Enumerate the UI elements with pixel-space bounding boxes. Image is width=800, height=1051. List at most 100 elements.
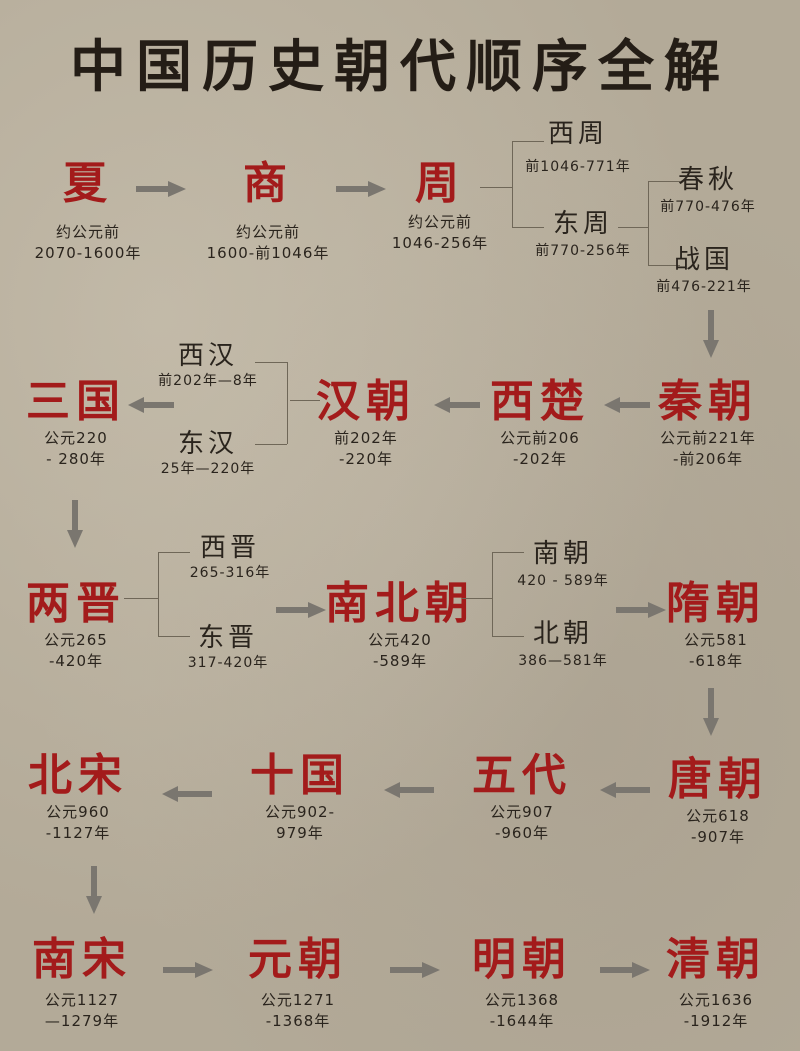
- connector-line: [255, 444, 287, 445]
- sub-dynasty-western-han: 西汉 前202年—8年: [158, 340, 258, 390]
- connector-line: [480, 187, 512, 188]
- sub-name: 春秋: [677, 165, 738, 195]
- dynasty-date: -1368年: [265, 1012, 331, 1030]
- dynasty-name: 商: [242, 158, 293, 209]
- dynasty-name: 北宋: [28, 750, 128, 801]
- connector-line: [158, 552, 159, 636]
- dynasty-date: -589年: [372, 652, 428, 670]
- dynasty-qing: 清朝 公元1636 -1912年: [666, 934, 766, 1032]
- sub-name: 南朝: [532, 539, 593, 569]
- dynasty-date: 公元1368: [484, 991, 560, 1009]
- sub-dynasty-western-zhou: 西周 前1046-771年: [525, 118, 630, 176]
- dynasty-ming: 明朝 公元1368 -1644年: [472, 934, 572, 1032]
- arrow-down-icon: [67, 500, 83, 548]
- sub-date: 前1046-771年: [525, 159, 631, 175]
- arrow-left-icon: [434, 397, 480, 413]
- connector-line: [618, 227, 648, 228]
- dynasty-name: 明朝: [472, 934, 572, 985]
- dynasty-date: 979年: [276, 824, 324, 842]
- arrow-down-icon: [703, 688, 719, 736]
- dynasty-date: -420年: [48, 652, 104, 670]
- dynasty-name: 两晋: [26, 578, 126, 629]
- dynasty-qin: 秦朝 公元前221年 -前206年: [658, 376, 758, 470]
- sub-dynasty-eastern-jin: 东晋 317-420年: [188, 622, 269, 672]
- dynasty-date: 约公元前: [55, 223, 121, 241]
- page-title: 中国历史朝代顺序全解: [70, 34, 730, 100]
- dynasty-xia: 夏 约公元前 2070-1600年: [35, 158, 142, 264]
- sub-name: 西晋: [199, 533, 260, 563]
- sub-date: 420 - 589年: [517, 573, 609, 589]
- arrow-right-icon: [163, 962, 213, 978]
- dynasty-han: 汉朝 前202年 -220年: [316, 376, 416, 470]
- dynasty-shiguo: 十国 公元902- 979年: [250, 750, 350, 844]
- dynasty-date: 公元1127: [44, 991, 120, 1009]
- sub-dynasty-eastern-han: 东汉 25年—220年: [161, 428, 256, 478]
- connector-line: [255, 362, 287, 363]
- sub-dynasty-northern: 北朝 386—581年: [518, 618, 607, 670]
- dynasty-sanguo: 三国 公元220 - 280年: [26, 376, 126, 470]
- connector-line: [462, 598, 492, 599]
- dynasty-name: 元朝: [248, 934, 348, 985]
- dynasty-date: -1127年: [45, 824, 111, 842]
- dynasty-name: 隋朝: [666, 578, 766, 629]
- dynasty-name: 夏: [62, 158, 113, 209]
- dynasty-name: 南宋: [32, 934, 132, 985]
- dynasty-date: 公元1636: [678, 991, 754, 1009]
- dynasty-tang: 唐朝 公元618 -907年: [668, 754, 768, 848]
- dynasty-name: 唐朝: [668, 754, 768, 805]
- dynasty-nansong: 南宋 公元1127 —1279年: [32, 934, 132, 1032]
- dynasty-zhou: 周 约公元前 1046-256年: [392, 158, 488, 254]
- dynasty-sui: 隋朝 公元581 -618年: [666, 578, 766, 672]
- dynasty-nanbeichao: 南北朝 公元420 -589年: [325, 578, 475, 672]
- sub-name: 西汉: [177, 341, 239, 371]
- dynasty-date: -618年: [688, 652, 744, 670]
- sub-name: 西周: [547, 119, 608, 149]
- connector-line: [648, 265, 680, 266]
- dynasty-date: -220年: [338, 450, 394, 468]
- sub-name: 北朝: [532, 619, 594, 649]
- sub-dynasty-chunqiu: 春秋 前770-476年: [660, 164, 756, 216]
- dynasty-date: -前206年: [672, 450, 744, 468]
- sub-date: 前770-476年: [660, 199, 756, 215]
- connector-line: [492, 552, 524, 553]
- arrow-left-icon: [384, 782, 434, 798]
- sub-date: 前770-256年: [535, 243, 631, 259]
- sub-dynasty-western-jin: 西晋 265-316年: [190, 532, 271, 582]
- dynasty-xichu: 西楚 公元前206 -202年: [490, 376, 590, 470]
- dynasty-date: 公元581: [684, 631, 748, 649]
- arrow-left-icon: [128, 397, 174, 413]
- dynasty-date: 公元960: [46, 803, 110, 821]
- sub-date: 317-420年: [187, 655, 269, 671]
- dynasty-date: 公元1271: [260, 991, 336, 1009]
- sub-name: 东汉: [177, 429, 239, 459]
- arrow-down-icon: [86, 866, 102, 914]
- dynasty-yuan: 元朝 公元1271 -1368年: [248, 934, 348, 1032]
- connector-line: [512, 141, 513, 227]
- dynasty-date: 约公元前: [235, 223, 301, 241]
- connector-line: [158, 552, 190, 553]
- dynasty-name: 汉朝: [316, 376, 416, 427]
- connector-line: [512, 227, 544, 228]
- dynasty-name: 清朝: [666, 934, 766, 985]
- sub-date: 386—581年: [518, 653, 608, 669]
- dynasty-name: 西楚: [490, 376, 590, 427]
- dynasty-date: 约公元前: [407, 213, 472, 231]
- arrow-left-icon: [600, 782, 650, 798]
- connector-line: [290, 400, 320, 401]
- dynasty-date: 1046-256年: [391, 234, 489, 252]
- dynasty-name: 周: [415, 158, 465, 209]
- dynasty-name: 十国: [250, 750, 350, 801]
- sub-dynasty-southern: 南朝 420 - 589年: [517, 538, 608, 590]
- arrow-right-icon: [136, 181, 186, 197]
- dynasty-beisong: 北宋 公元960 -1127年: [28, 750, 128, 844]
- dynasty-date: 1600-前1046年: [206, 244, 330, 262]
- dynasty-date: 公元前206: [500, 429, 580, 447]
- sub-name: 东晋: [197, 623, 258, 653]
- connector-line: [492, 552, 493, 636]
- arrow-right-icon: [336, 181, 386, 197]
- dynasty-name: 三国: [26, 376, 126, 427]
- arrow-right-icon: [616, 602, 666, 618]
- dynasty-date: 2070-1600年: [34, 244, 142, 262]
- sub-name: 东周: [552, 209, 613, 239]
- dynasty-date: -202年: [512, 450, 568, 468]
